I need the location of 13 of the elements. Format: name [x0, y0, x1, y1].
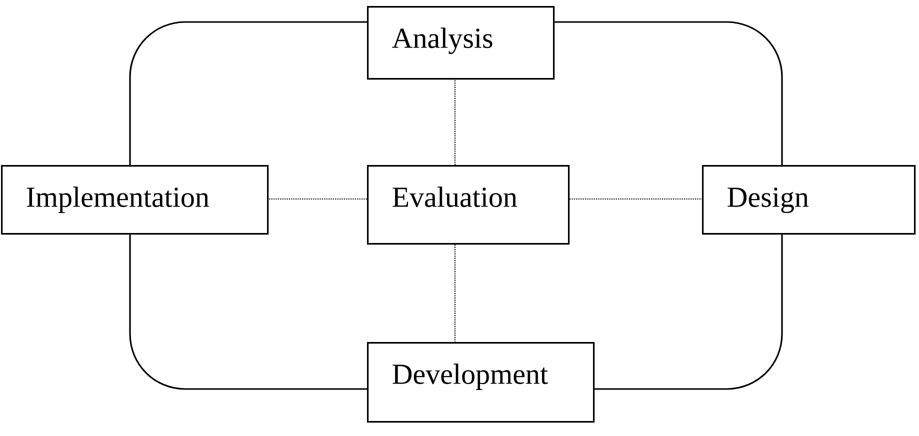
process-box: Development: [367, 342, 595, 423]
process-box: Evaluation: [367, 165, 570, 245]
process-box: Design: [702, 165, 916, 235]
connector-line: [554, 21, 783, 165]
connector-line: [129, 21, 367, 165]
dotted-connector: [454, 80, 456, 165]
connector-line: [129, 234, 367, 390]
dotted-connector: [454, 244, 456, 342]
process-box: Analysis: [367, 6, 555, 80]
dotted-connector: [570, 198, 702, 200]
dotted-connector: [268, 198, 367, 200]
process-box: Implementation: [1, 165, 269, 235]
connector-line: [594, 234, 783, 390]
